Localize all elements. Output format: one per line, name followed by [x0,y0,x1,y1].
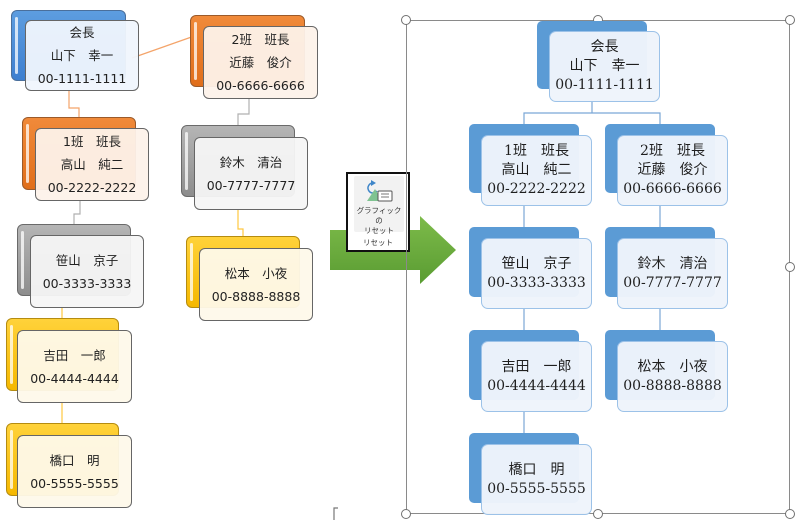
node-title: 1班 班長 [63,134,121,149]
node-title: 会長 [69,25,95,40]
node-phone: 00-2222-2222 [47,180,137,195]
node-name: 高山 純二 [60,157,124,172]
resize-handle-top-right[interactable] [785,15,795,25]
node-title: 2班 班長 [231,32,290,47]
resize-handle-right[interactable] [785,262,795,272]
node-phone: 00-1111-1111 [555,77,654,93]
reset-graphic-icon [367,180,393,202]
node-name: 山下 幸一 [569,58,640,74]
node-phone: 00-3333-3333 [487,274,586,291]
node-title: 1班 班長 [504,143,569,159]
node-phone: 00-6666-6666 [623,181,722,197]
reset-graphic-ribbon-group: グラフィックの リセット リセット [346,172,410,252]
node-phone: 00-3333-3333 [42,275,132,291]
node-chairman[interactable]: 会長 山下 幸一 00-1111-1111 [549,31,660,102]
node-phone: 00-8888-8888 [623,377,722,394]
node-phone: 00-4444-4444 [487,377,586,394]
node-suzuki[interactable]: 鈴木 清治 00-7777-7777 [617,238,728,309]
node-name: 吉田 一郎 [43,347,106,363]
node-suzuki[interactable]: 鈴木 清治 00-7777-7777 [194,137,308,210]
node-name: 鈴木 清治 [219,154,283,170]
node-name: 吉田 一郎 [501,358,572,375]
connector-branch [523,112,661,124]
node-name: 近藤 俊介 [637,162,708,178]
reset-graphic-button[interactable]: グラフィックの リセット [354,176,404,235]
ribbon-group-label: リセット [363,238,393,247]
node-phone: 00-5555-5555 [487,480,586,497]
node-phone: 00-5555-5555 [30,475,119,491]
node-hashiguchi[interactable]: 橋口 明 00-5555-5555 [17,435,132,508]
resize-handle-bottom-right[interactable] [785,509,795,519]
node-name: 近藤 俊介 [229,55,292,70]
node-phone: 00-7777-7777 [206,177,296,193]
node-name: 山下 幸一 [50,48,114,63]
node-phone: 00-1111-1111 [37,71,127,86]
node-phone: 00-6666-6666 [216,78,305,93]
node-team2-leader[interactable]: 2班 班長 近藤 俊介 00-6666-6666 [617,135,728,206]
node-yoshida[interactable]: 吉田 一郎 00-4444-4444 [17,330,132,403]
resize-handle-top-left[interactable] [401,15,411,25]
node-yoshida[interactable]: 吉田 一郎 00-4444-4444 [481,341,592,412]
node-sasayama[interactable]: 笹山 京子 00-3333-3333 [481,238,592,309]
node-name: 松本 小夜 [637,358,708,375]
reset-graphic-label-line2: リセット [364,226,394,235]
resize-handle-bottom[interactable] [593,509,603,519]
node-chairman[interactable]: 会長 山下 幸一 00-1111-1111 [25,20,139,91]
node-team2-leader[interactable]: 2班 班長 近藤 俊介 00-6666-6666 [203,26,318,99]
node-team1-leader[interactable]: 1班 班長 高山 純二 00-2222-2222 [481,135,592,206]
node-matsumoto[interactable]: 松本 小夜 00-8888-8888 [199,248,313,321]
node-name: 笹山 京子 [55,252,119,268]
node-title: 会長 [590,39,619,55]
node-name: 橋口 明 [49,452,100,468]
node-name: 橋口 明 [508,461,565,478]
node-hashiguchi[interactable]: 橋口 明 00-5555-5555 [481,444,592,515]
node-name: 笹山 京子 [501,255,572,272]
reset-graphic-label-line1: グラフィックの [356,206,402,225]
connector-chairman-team2 [131,33,201,59]
node-phone: 00-8888-8888 [211,288,301,304]
text-cursor-mark [333,507,338,520]
node-name: 松本 小夜 [224,265,288,281]
node-title: 2班 班長 [640,143,705,159]
resize-handle-bottom-left[interactable] [401,509,411,519]
node-phone: 00-7777-7777 [623,274,722,291]
node-phone: 00-2222-2222 [487,181,586,197]
node-team1-leader[interactable]: 1班 班長 高山 純二 00-2222-2222 [35,128,149,201]
node-phone: 00-4444-4444 [30,370,119,386]
node-name: 高山 純二 [501,162,572,178]
node-name: 鈴木 清治 [637,255,708,272]
node-matsumoto[interactable]: 松本 小夜 00-8888-8888 [617,341,728,412]
node-sasayama[interactable]: 笹山 京子 00-3333-3333 [30,235,144,308]
